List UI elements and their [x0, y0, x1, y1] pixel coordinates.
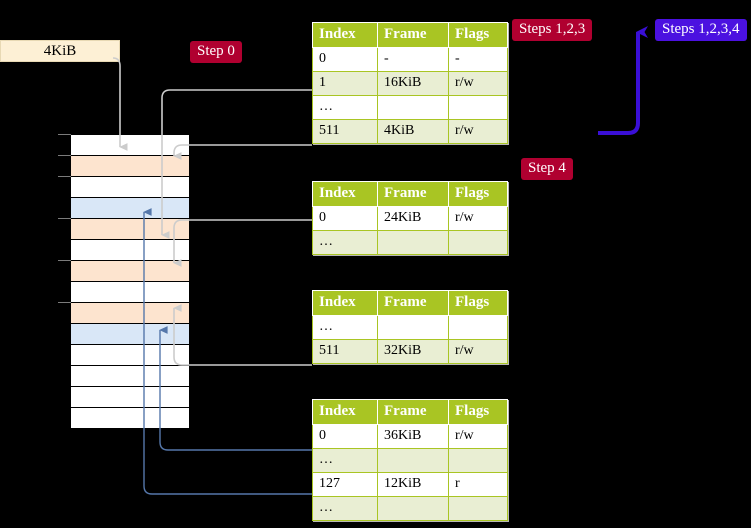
column-header-flags: Flags: [448, 399, 508, 425]
cell-index: 511: [312, 119, 378, 144]
column-header-index: Index: [312, 399, 378, 425]
memory-frame-row: [71, 366, 189, 387]
memory-frame-row: [71, 198, 189, 219]
cell-frame: -: [377, 47, 449, 72]
column-header-frame: Frame: [377, 181, 449, 207]
cell-flags: r/w: [448, 119, 508, 144]
memory-tick: [58, 218, 71, 219]
cell-index: 0: [312, 47, 378, 72]
column-header-frame: Frame: [377, 290, 449, 316]
cell-frame: 12KiB: [377, 472, 449, 497]
cell-index: 511: [312, 339, 378, 364]
memory-tick: [58, 176, 71, 177]
cell-index: …: [312, 315, 378, 340]
cell-frame: 36KiB: [377, 424, 449, 449]
column-header-frame: Frame: [377, 22, 449, 48]
cell-frame: [377, 95, 449, 120]
table-row: …: [312, 230, 508, 255]
cell-frame: [377, 230, 449, 255]
memory-frame-row: [71, 156, 189, 177]
cell-frame: 16KiB: [377, 71, 449, 96]
cell-flags: r: [448, 472, 508, 497]
cell-frame: [377, 448, 449, 473]
table-row: 0--: [312, 47, 508, 72]
cell-flags: [448, 315, 508, 340]
cell-index: …: [312, 230, 378, 255]
cell-index: 0: [312, 424, 378, 449]
cell-flags: r/w: [448, 339, 508, 364]
memory-tick: [58, 134, 71, 135]
cell-flags: r/w: [448, 71, 508, 96]
cell-frame: [377, 496, 449, 521]
cell-frame: [377, 315, 449, 340]
column-header-frame: Frame: [377, 399, 449, 425]
memory-tick: [58, 260, 71, 261]
step-4-label: Step 4: [521, 158, 573, 180]
memory-frame-row: [71, 408, 189, 429]
table-row: …: [312, 95, 508, 120]
steps-1234-label: Steps 1,2,3,4: [655, 19, 747, 41]
physical-memory-column: [70, 134, 190, 429]
cell-index: 0: [312, 206, 378, 231]
table-row: …: [312, 496, 508, 521]
column-header-index: Index: [312, 181, 378, 207]
column-header-index: Index: [312, 290, 378, 316]
cell-index: 127: [312, 472, 378, 497]
table-row: …: [312, 315, 508, 340]
cell-flags: r/w: [448, 206, 508, 231]
cell-flags: [448, 496, 508, 521]
frame-size-box: 4KiB: [0, 40, 120, 62]
step-0-label: Step 0: [190, 41, 242, 63]
cell-frame: 32KiB: [377, 339, 449, 364]
cell-flags: [448, 448, 508, 473]
cell-index: …: [312, 448, 378, 473]
steps-123-label: Steps 1,2,3: [512, 19, 593, 41]
column-header-flags: Flags: [448, 22, 508, 48]
memory-frame-row: [71, 282, 189, 303]
memory-frame-row: [71, 240, 189, 261]
cell-frame: 24KiB: [377, 206, 449, 231]
memory-tick: [58, 155, 71, 156]
cell-index: …: [312, 95, 378, 120]
cell-flags: r/w: [448, 424, 508, 449]
cell-index: …: [312, 496, 378, 521]
cell-flags: [448, 95, 508, 120]
steps-return-arrow: [598, 26, 648, 135]
column-header-flags: Flags: [448, 290, 508, 316]
memory-frame-row: [71, 261, 189, 282]
cell-flags: [448, 230, 508, 255]
table-row: …: [312, 448, 508, 473]
cell-frame: 4KiB: [377, 119, 449, 144]
memory-frame-row: [71, 303, 189, 324]
memory-frame-row: [71, 324, 189, 345]
cell-flags: -: [448, 47, 508, 72]
memory-frame-row: [71, 387, 189, 408]
memory-frame-row: [71, 219, 189, 240]
column-header-index: Index: [312, 22, 378, 48]
memory-tick: [58, 302, 71, 303]
memory-frame-row: [71, 345, 189, 366]
cell-index: 1: [312, 71, 378, 96]
memory-frame-row: [71, 177, 189, 198]
memory-frame-row: [71, 135, 189, 156]
column-header-flags: Flags: [448, 181, 508, 207]
